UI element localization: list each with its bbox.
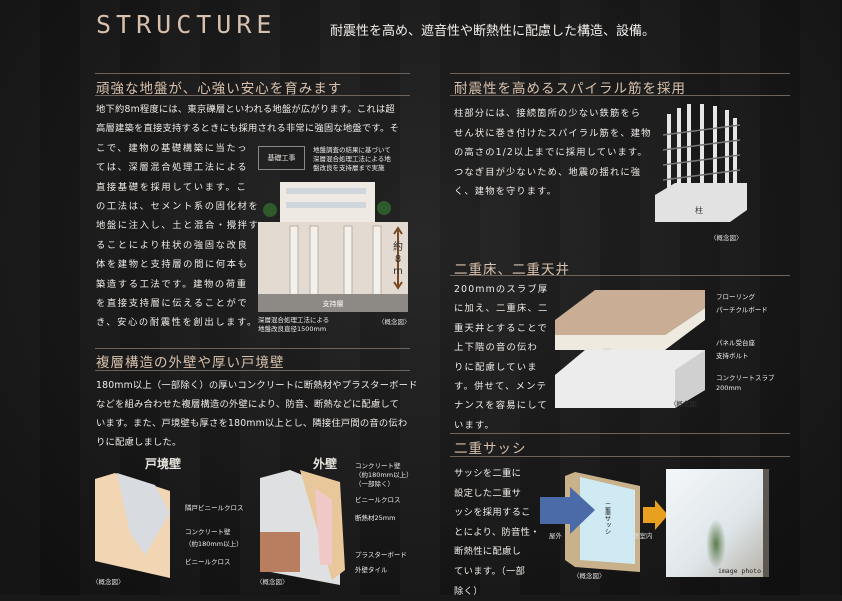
section-title-spiral: 耐震性を高めるスパイラル筋を採用	[454, 81, 686, 97]
double-floor-diagram	[555, 290, 705, 408]
outer-wall-diagram	[260, 470, 345, 585]
divider	[450, 456, 790, 457]
outer-wall-label: 外壁	[313, 457, 338, 471]
outside-label: 屋外	[549, 532, 562, 540]
floor-text: 200mmのスラブ厚に加え、二重床、二重天井とすることで上下階の音の伝わりに配慮…	[454, 284, 549, 431]
spiral-text: 柱部分には、接続箇所の少ない鉄筋をらせん状に巻き付けたスパイラル筋を、建物の高さ…	[454, 108, 652, 197]
section-title-sash: 二重サッシ	[454, 441, 527, 457]
concept-label: 〈概念図〉	[710, 234, 743, 242]
concept-label: 〈概念図〉	[378, 318, 411, 326]
divider	[95, 370, 410, 371]
depth-label: m	[393, 266, 403, 277]
depth-label: 8	[395, 254, 401, 265]
ground-text: 地下約8m程度には、東京礫層といわれる地盤が広がります。これは超高層建築を直接支…	[96, 104, 399, 329]
party-wall-callouts: 隣戸ビニールクロスコンクリート壁（約180mm以上）ビニールクロス	[185, 504, 244, 566]
double-sash-diagram: 二重サッシ	[540, 472, 668, 572]
brand-title: STRUCTURE	[96, 10, 277, 39]
concept-label: 〈概念図〉	[573, 572, 606, 580]
bearing-layer-label: 支持層	[323, 299, 344, 308]
pillar-label: 柱	[695, 205, 703, 215]
depth-label: 約	[393, 240, 403, 253]
party-wall-diagram	[95, 473, 170, 578]
divider	[450, 73, 790, 74]
sash-label: 二重サッシ	[603, 502, 611, 535]
concept-label: 〈概念図〉	[256, 578, 289, 586]
concept-label: 〈概念図〉	[670, 400, 703, 408]
ground-caption: 深層混合処理工法による地盤改良直径1500mm	[258, 316, 330, 333]
lead-text: 耐震性を高め、遮音性や断熱性に配慮した構造、設備。	[330, 24, 656, 39]
window-photo: image photo	[666, 469, 769, 577]
divider	[95, 95, 410, 96]
divider	[95, 73, 410, 74]
concept-label: 〈概念図〉	[92, 578, 125, 586]
section-title-floor: 二重床、二重天井	[454, 262, 570, 278]
party-wall-label: 戸境壁	[145, 457, 182, 471]
foundation-label-box: 基礎工事	[258, 146, 305, 170]
foundation-note: 地盤調査の結果に基づいて深層混合処理工法による地盤改良を支持層まで実施	[313, 146, 391, 172]
divider	[450, 433, 790, 434]
ground-improvement-diagram: 支持層 約 8 m	[258, 182, 408, 312]
plant-image	[706, 519, 726, 569]
divider	[450, 95, 790, 96]
section-title-walls: 複層構造の外壁や厚い戸境壁	[96, 355, 285, 371]
inside-label: 居室内	[633, 532, 653, 540]
spiral-rebar-diagram: 柱	[655, 104, 747, 222]
section-title-ground: 頑強な地盤が、心強い安心を育みます	[96, 81, 343, 97]
divider	[95, 348, 410, 349]
sash-text: サッシを二重に設定した二重サッシを採用することにより、防音性・断熱性に配慮してい…	[454, 468, 540, 597]
image-photo-note: image photo	[717, 567, 761, 575]
divider	[450, 275, 790, 276]
walls-text: 180mm以上（一部除く）の厚いコンクリートに断熱材やプラスターボードなどを組み…	[96, 380, 418, 448]
